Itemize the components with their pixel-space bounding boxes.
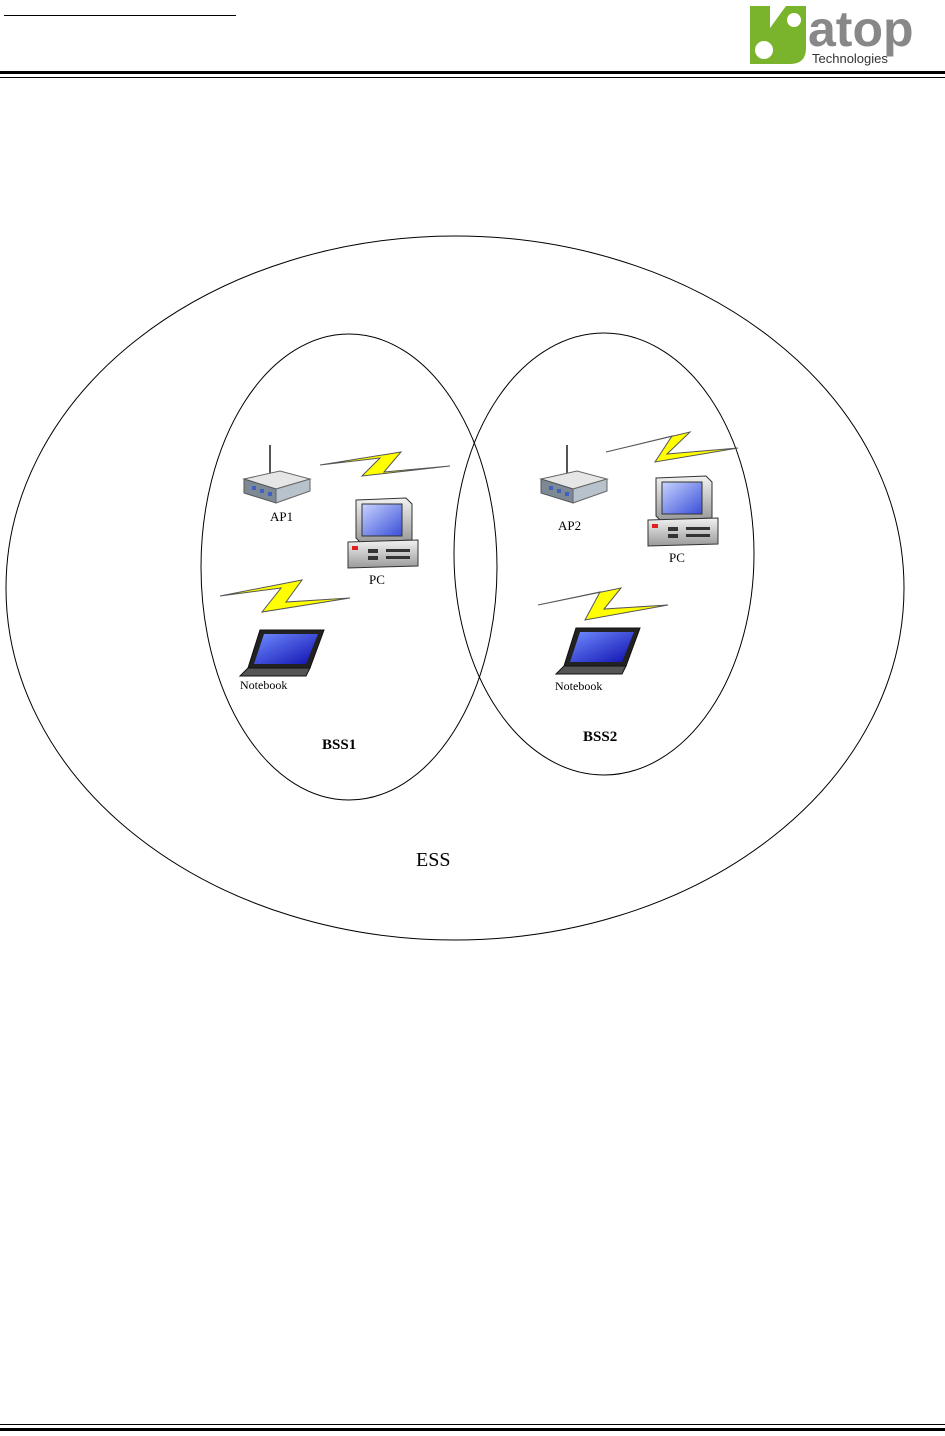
header-rule-thin <box>0 77 945 78</box>
notebook-icon <box>554 627 641 675</box>
ap1-label: AP1 <box>270 509 293 524</box>
bss1-label: BSS1 <box>322 737 356 753</box>
ess-label: ESS <box>416 849 450 871</box>
pc1-label: PC <box>369 572 385 587</box>
signal-bolt-icon <box>219 579 351 613</box>
logo-word: atop <box>808 1 914 57</box>
signal-bolt-icon <box>537 587 669 621</box>
desktop-pc-icon <box>647 475 719 547</box>
header-short-rule <box>4 15 236 16</box>
ap2-label: AP2 <box>558 518 581 533</box>
access-point-icon <box>539 445 609 504</box>
signal-bolt-icon <box>319 451 451 477</box>
bss2-group: AP2 PC Notebook BSS2 <box>537 431 739 745</box>
ess-diagram: AP1 PC Notebook BSS1 <box>5 235 905 941</box>
header-rule <box>0 71 945 74</box>
logo-mark-icon <box>750 6 806 64</box>
access-point-icon <box>242 445 312 504</box>
desktop-pc-icon <box>347 497 419 569</box>
ess-ellipse <box>5 235 905 941</box>
footer-rule-thin <box>0 1424 945 1425</box>
atop-logo: atop Technologies <box>750 1 914 66</box>
notebook1-label: Notebook <box>240 678 287 692</box>
pc2-label: PC <box>669 550 685 565</box>
footer-rule <box>0 1428 945 1431</box>
bss2-label: BSS2 <box>583 729 617 745</box>
notebook2-label: Notebook <box>555 679 602 693</box>
notebook-icon <box>238 629 325 677</box>
bss1-ellipse <box>200 333 498 801</box>
logo-tagline: Technologies <box>812 51 888 66</box>
bss1-group: AP1 PC Notebook BSS1 <box>219 445 451 753</box>
signal-bolt-icon <box>605 431 739 463</box>
bss2-ellipse <box>453 332 755 776</box>
